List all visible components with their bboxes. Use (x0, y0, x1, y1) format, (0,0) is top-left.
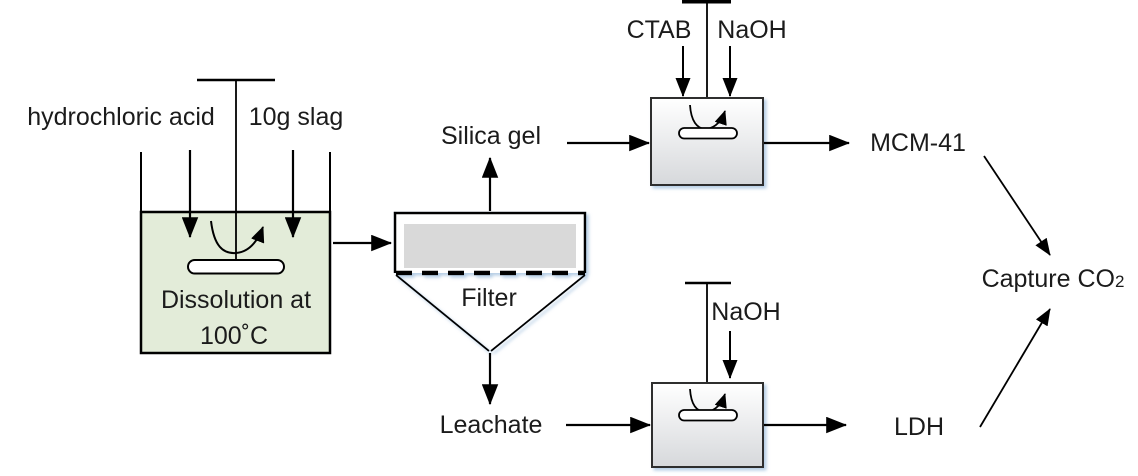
reactor-vessel (651, 382, 764, 468)
naoh-bottom-label: NaOH (711, 298, 781, 326)
filter-funnel (393, 211, 587, 352)
filter-residue (404, 224, 576, 268)
filter-label: Filter (461, 284, 517, 312)
naoh-top-label: NaOH (717, 16, 787, 44)
mcm41-label: MCM-41 (870, 129, 966, 157)
stir-bar (187, 259, 285, 275)
hydrochloric-acid-label: hydrochloric acid (27, 103, 215, 131)
mcm41-to-capture-arrow (983, 155, 1051, 256)
ldh-reactor (651, 281, 764, 468)
dissolution-label-line2: 100˚C (199, 322, 269, 350)
dissolution-label-line1: Dissolution at (160, 286, 312, 314)
slag-input-label: 10g slag (248, 103, 344, 131)
ctab-label: CTAB (626, 16, 692, 44)
ldh-label: LDH (893, 413, 944, 441)
ldh-to-capture-arrow (979, 308, 1051, 428)
funnel-cone (395, 274, 586, 352)
stirrer-support-bar (682, 0, 731, 4)
stir-bar (678, 127, 738, 140)
leachate-label: Leachate (439, 411, 543, 439)
rotation-arrow-icon (210, 220, 265, 255)
mcm41-reactor (650, 0, 764, 186)
co2-subscript: 2 (1114, 272, 1125, 291)
dissolution-beaker (139, 78, 332, 355)
reactor-vessel (650, 97, 764, 186)
capture-co2-text: Capture CO (981, 265, 1115, 293)
stir-bar (678, 409, 738, 422)
capture-co2-label: Capture CO2 (953, 265, 1138, 294)
silica-gel-label: Silica gel (440, 122, 542, 150)
